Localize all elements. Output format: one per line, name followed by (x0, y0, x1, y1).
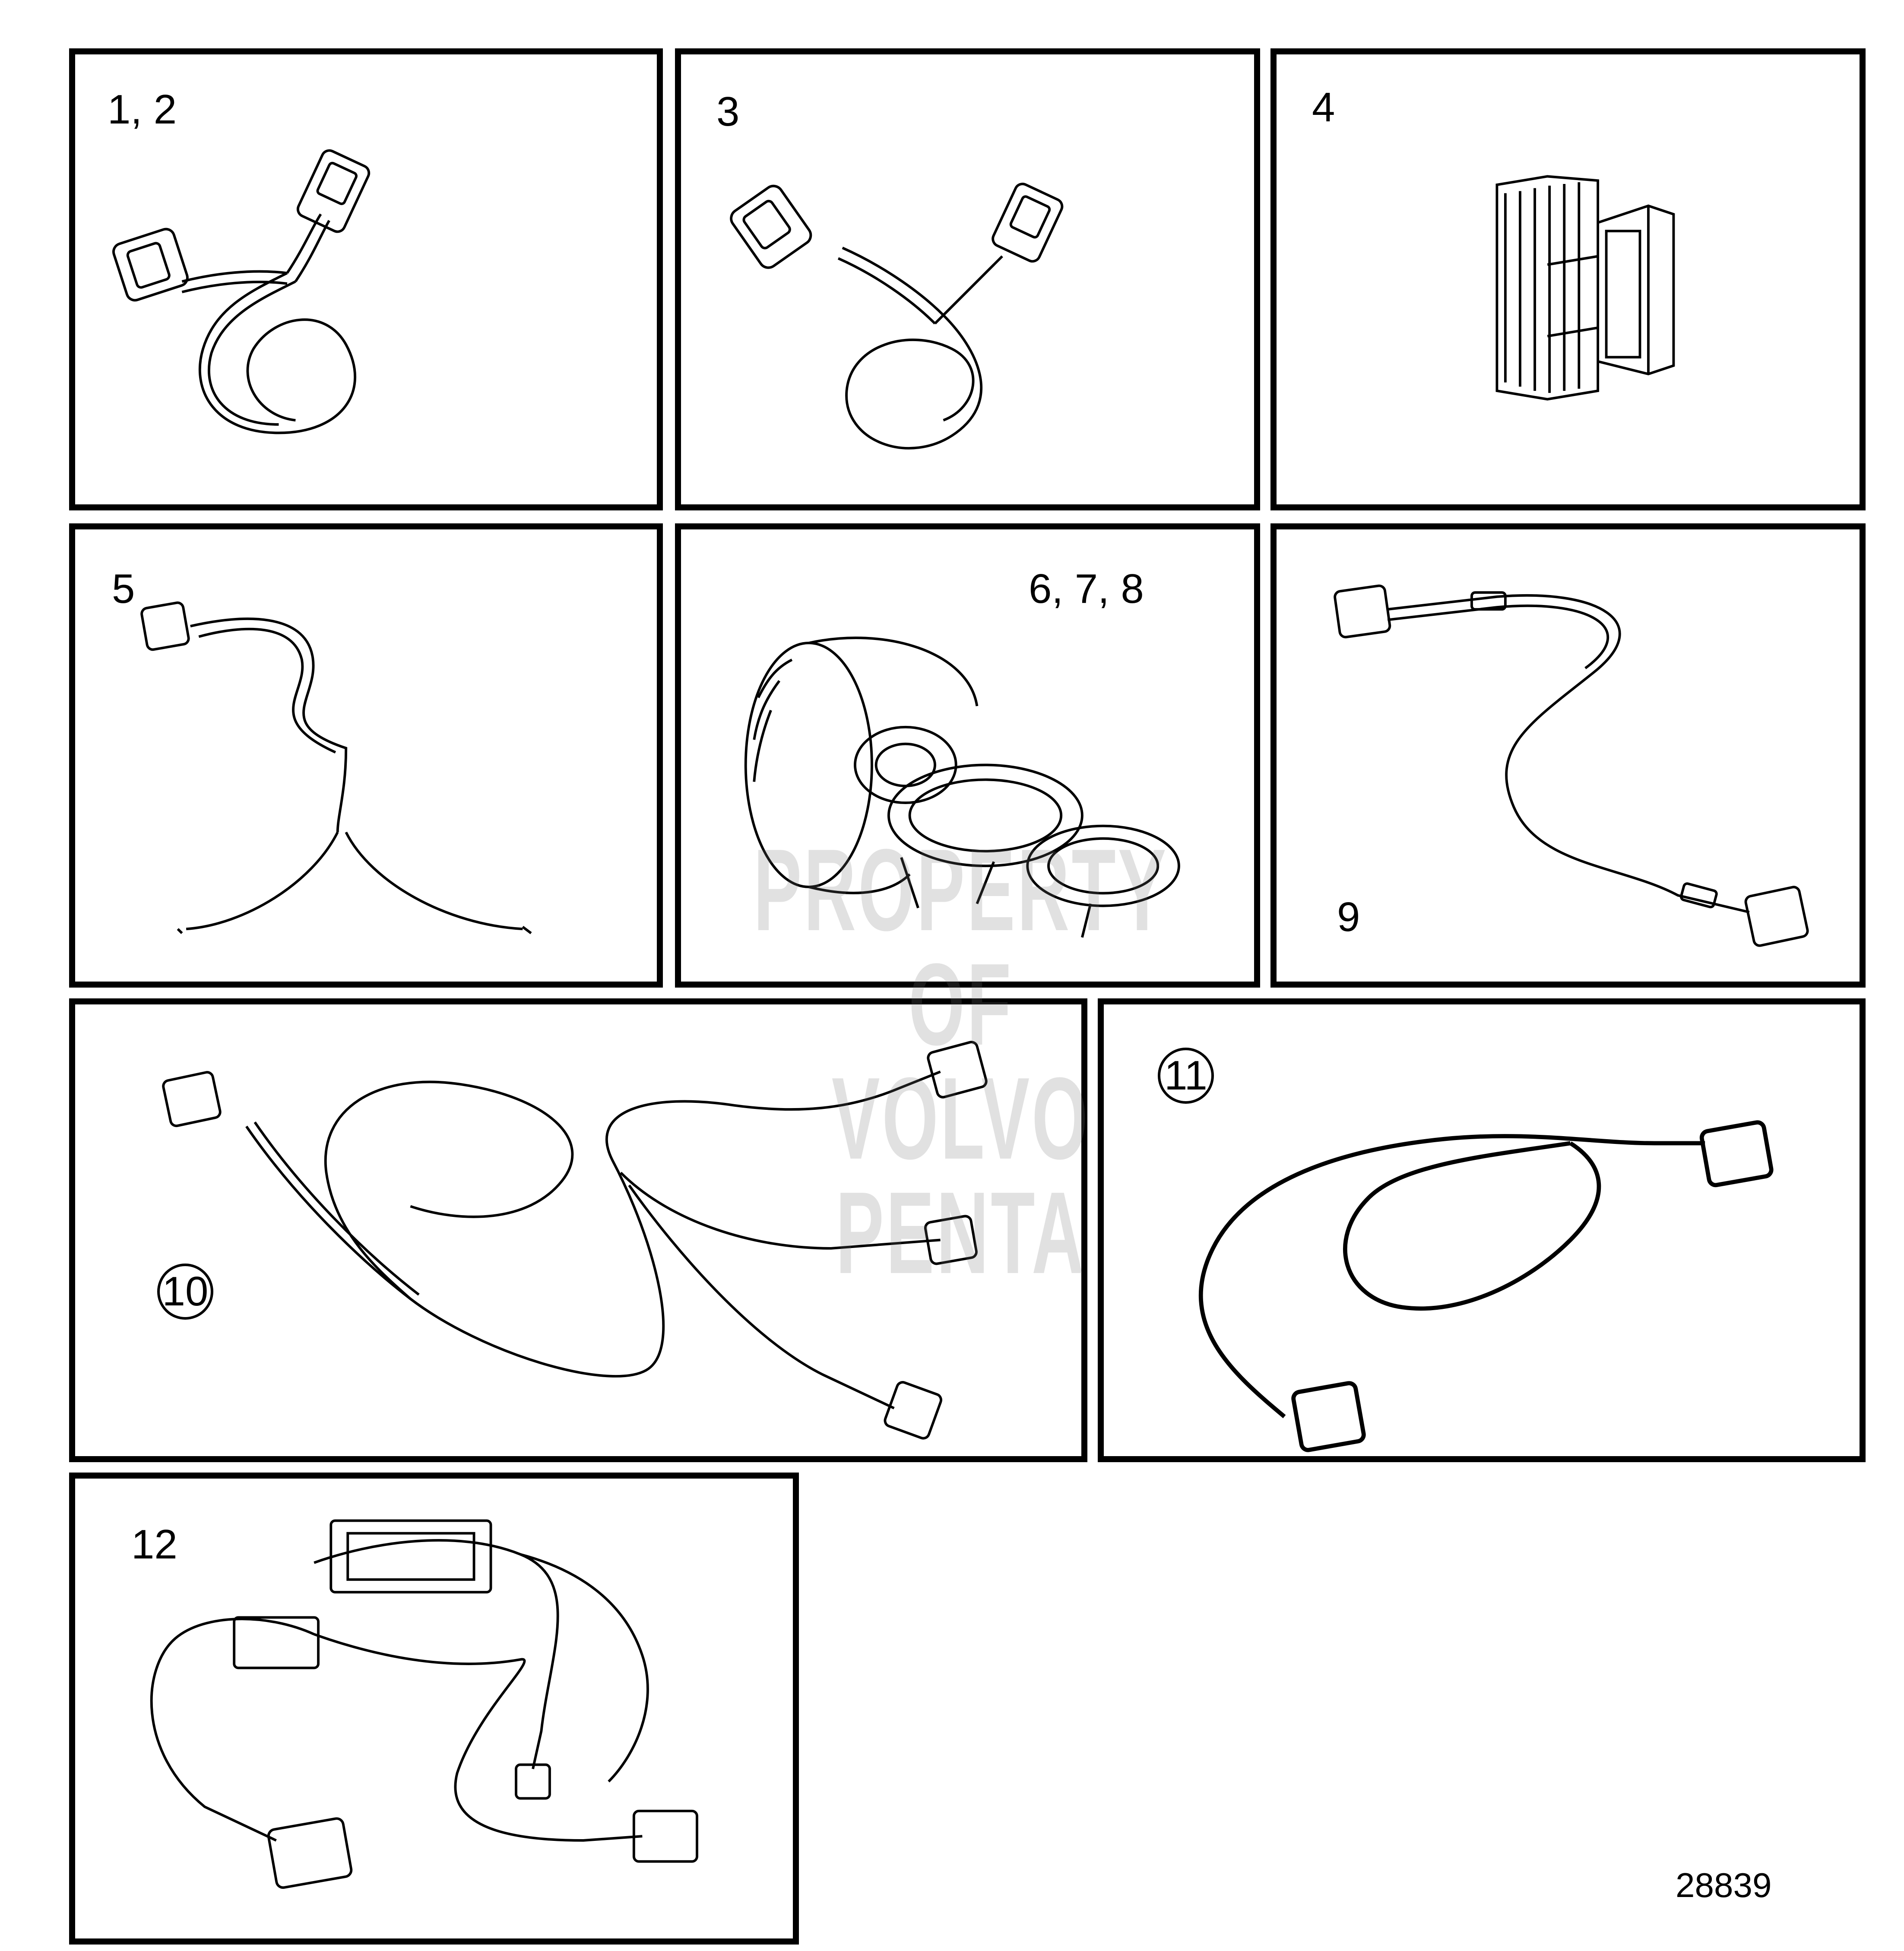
panel-label: 5 (112, 566, 135, 612)
panel-item-9: 9 (1270, 523, 1866, 988)
cable-with-connectors-illustration (112, 149, 371, 434)
terminal-block-illustration (1495, 175, 1675, 401)
panel-item-11: 11 (1098, 998, 1866, 1462)
panel-item-3: 3 (675, 48, 1260, 510)
panel-label: 9 (1337, 894, 1360, 940)
panel-label: 12 (131, 1521, 177, 1568)
cable-with-connectors-illustration (1334, 584, 1809, 947)
cable-with-connectors-illustration (730, 183, 1064, 450)
panel-item-12: 12 (69, 1473, 799, 1945)
panel-item-5: 5 (69, 523, 663, 988)
panel-label: 3 (716, 89, 740, 135)
figure-number: 28839 (1676, 1866, 1772, 1904)
wiring-harness-illustration (162, 1041, 988, 1440)
wiring-harness-illustration (150, 1519, 698, 1889)
y-cable-illustration (140, 601, 532, 934)
panel-items-6-7-8: 6, 7, 8 (675, 523, 1260, 988)
panel-label-circled: 10 (157, 1264, 213, 1320)
cable-reel-illustration (744, 637, 1180, 938)
panel-label: 1, 2 (108, 86, 177, 133)
panel-label: 6, 7, 8 (1029, 566, 1144, 612)
wiring-harness-illustration (1198, 1120, 1774, 1452)
panel-item-10: 10 (69, 998, 1087, 1462)
panel-label-circled: 11 (1158, 1048, 1214, 1104)
panel-label: 4 (1312, 84, 1335, 130)
panel-item-4: 4 (1270, 48, 1866, 510)
panel-items-1-2: 1, 2 (69, 48, 663, 510)
